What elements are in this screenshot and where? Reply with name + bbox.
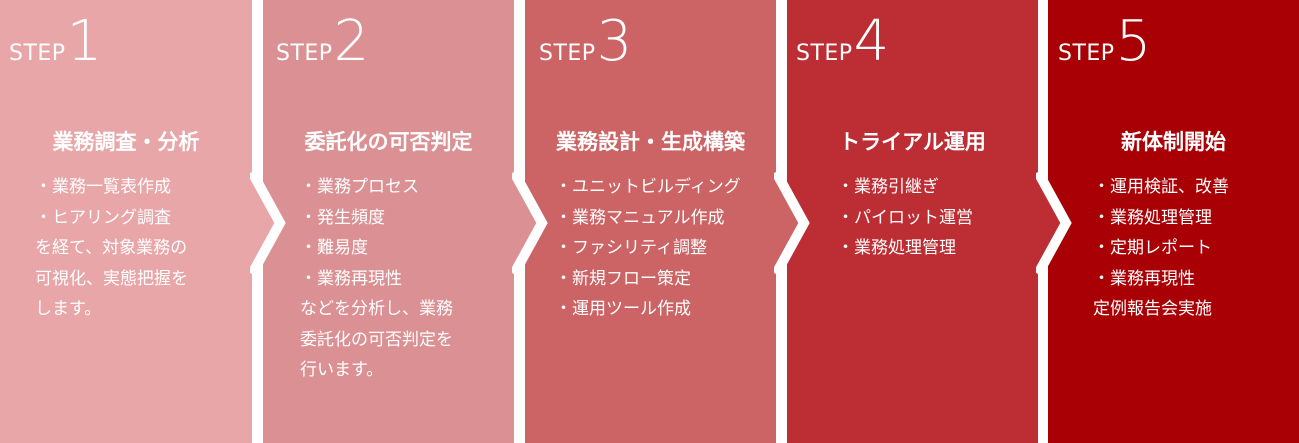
step-2-title: 委託化の可否判定	[304, 130, 473, 154]
step-3-line: ・ファシリティ調整	[555, 238, 707, 258]
step-2-line: 行います。	[300, 360, 384, 380]
step-5-line: ・業務再現性	[1093, 268, 1195, 289]
step-2-line: ・業務再現性	[300, 268, 402, 289]
step-3-number: 3	[596, 9, 633, 74]
chevron-right-icon	[512, 172, 548, 274]
step-1-line: を経て、対象業務の	[35, 238, 188, 258]
step-1-number: 1	[66, 9, 103, 74]
step-5-line: ・定期レポート	[1093, 238, 1212, 258]
step-1-line: ・ヒアリング調査	[35, 207, 171, 228]
step-3-line: ・運用ツール作成	[555, 299, 691, 319]
step-1-line: 可視化、実態把握を	[35, 268, 188, 289]
step-4-word: STEP	[796, 41, 853, 66]
step-4-title: トライアル運用	[839, 130, 986, 154]
chevron-right-icon	[250, 172, 286, 274]
step-1-line: します。	[35, 299, 102, 319]
step-2-line: ・難易度	[300, 238, 368, 258]
step-2-number: 2	[333, 9, 370, 74]
step-5-description: ・運用検証、改善 ・業務処理管理 ・定期レポート ・業務再現性 定例報告会実施	[1093, 172, 1229, 325]
step-4-line: ・業務処理管理	[837, 238, 956, 258]
step-1-line: ・業務一覧表作成	[35, 177, 171, 197]
step-3-line: ・ユニットビルディング	[555, 177, 741, 197]
step-2-description: ・業務プロセス ・発生頻度 ・難易度 ・業務再現性 などを分析し、業務 委託化の…	[300, 172, 453, 386]
step-5-line: ・業務処理管理	[1093, 207, 1212, 228]
step-5-word: STEP	[1058, 41, 1115, 66]
step-4-line: ・業務引継ぎ	[837, 177, 939, 197]
chevron-right-icon	[774, 172, 810, 274]
step-4-description: ・業務引継ぎ ・パイロット運営 ・業務処理管理	[837, 172, 973, 264]
step-5-line: 定例報告会実施	[1093, 299, 1212, 319]
step-5-title: 新体制開始	[1121, 130, 1226, 154]
step-2-line: ・発生頻度	[300, 207, 385, 228]
step-1-description: ・業務一覧表作成 ・ヒアリング調査 を経て、対象業務の 可視化、実態把握を しま…	[35, 172, 188, 325]
step-2-line: 委託化の可否判定を	[300, 329, 453, 350]
step-3-line: ・業務マニュアル作成	[555, 207, 725, 228]
step-2-word: STEP	[276, 41, 333, 66]
step-1-title: 業務調査・分析	[52, 130, 200, 154]
step-5-line: ・運用検証、改善	[1093, 177, 1229, 197]
step-2-line: などを分析し、業務	[300, 299, 453, 319]
chevron-right-icon	[1036, 172, 1072, 274]
step-5-number: 5	[1115, 9, 1152, 74]
step-1-word: STEP	[9, 41, 66, 66]
step-4-number: 4	[853, 9, 890, 74]
step-3-title: 業務設計・生成構築	[556, 130, 745, 154]
step-3-word: STEP	[539, 41, 596, 66]
step-2-line: ・業務プロセス	[300, 177, 419, 197]
step-3-line: ・新規フロー策定	[555, 268, 691, 289]
step-3-description: ・ユニットビルディング ・業務マニュアル作成 ・ファシリティ調整 ・新規フロー策…	[555, 172, 741, 325]
step-4-line: ・パイロット運営	[837, 207, 973, 228]
